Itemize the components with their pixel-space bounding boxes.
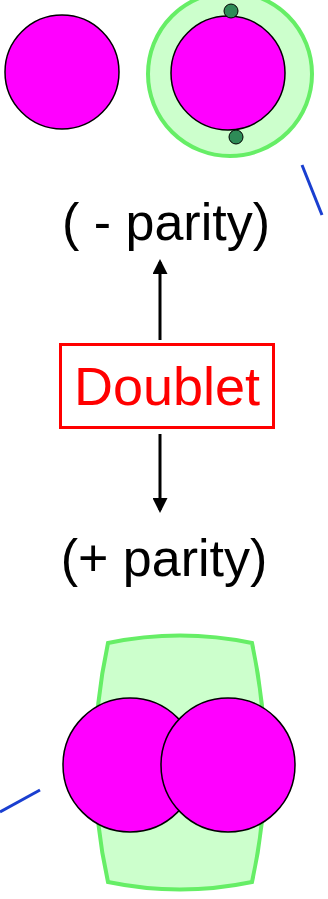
halo-circle xyxy=(148,0,312,156)
blue-line xyxy=(0,790,40,812)
blue-line xyxy=(302,165,322,215)
state-box: Doublet xyxy=(59,343,275,429)
parity-label: ( - parity) xyxy=(62,192,270,252)
nucleus-circle xyxy=(5,15,119,129)
state-label: Doublet xyxy=(74,354,260,418)
nucleus-circle xyxy=(161,698,295,832)
valence-particle xyxy=(224,4,238,18)
valence-particle xyxy=(229,130,243,144)
nucleus-circle xyxy=(171,16,285,130)
parity-label: (+ parity) xyxy=(61,528,268,588)
down-arrow xyxy=(159,434,162,510)
up-arrow xyxy=(159,262,162,340)
